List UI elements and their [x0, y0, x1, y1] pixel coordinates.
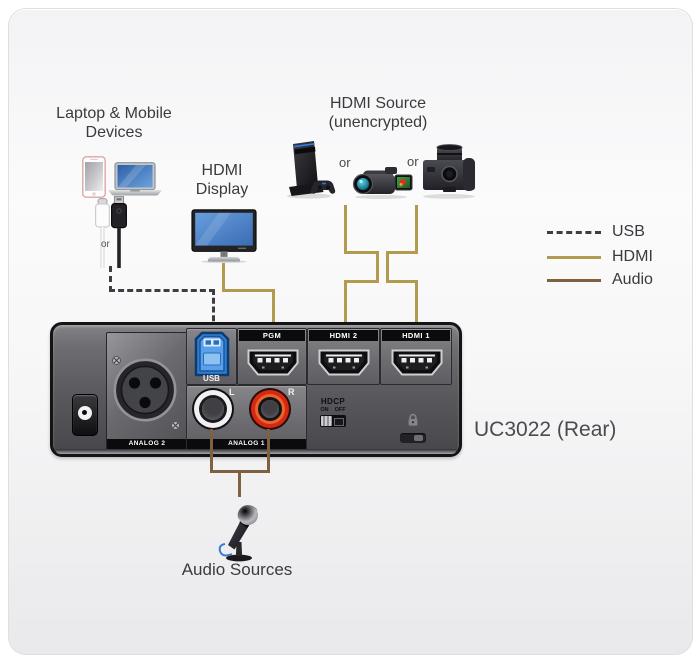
hdcp-label: HDCP	[320, 397, 346, 406]
legend-item-hdmi: HDMI	[547, 247, 653, 267]
audio-line-segment	[210, 429, 213, 473]
hdmi-port-icon	[391, 349, 443, 376]
jack-right-label: R	[288, 387, 295, 397]
analog1-cell: L R ANALOG 1	[186, 385, 307, 450]
hdmi-source-label: HDMI Source (unencrypted)	[328, 95, 428, 131]
hdmi-line-segment	[222, 263, 225, 292]
xlr-port-icon	[113, 358, 177, 422]
usb-c-cable-icon	[95, 198, 111, 268]
usb-port-icon	[194, 331, 230, 377]
hdmi1-port-cell: HDMI 1	[380, 328, 452, 385]
legend-item-audio: Audio	[547, 270, 653, 290]
game-console-icon	[287, 141, 336, 199]
legend-item-usb: USB	[547, 222, 645, 242]
analog2-label: ANALOG 2	[107, 439, 187, 449]
microphone-icon	[218, 505, 258, 562]
hdcp-off-label: OFF	[334, 407, 346, 413]
hdmi-line-segment	[415, 280, 418, 326]
or-cables-label: or	[101, 239, 110, 250]
jack-left-label: L	[229, 387, 235, 397]
legend-label-usb: USB	[612, 223, 645, 240]
hdmi-line-segment	[386, 280, 418, 283]
hdmi-line-segment	[344, 280, 347, 326]
hdmi-line-segment	[344, 251, 379, 254]
hdcp-switch-slot	[334, 417, 344, 426]
laptop-mobile-label: Laptop & Mobile Devices	[56, 105, 172, 141]
pgm-port-cell: PGM	[237, 328, 307, 385]
dc-ring	[77, 405, 92, 420]
kensington-slot-pin	[414, 435, 423, 441]
hdcp-switch-knob	[321, 416, 332, 426]
device-title: UC3022 (Rear)	[474, 418, 617, 441]
audio-line-segment	[238, 470, 241, 497]
screw-icon	[112, 356, 121, 365]
usb-a-cable-icon	[111, 196, 128, 268]
screw-icon	[171, 421, 180, 430]
laptop-icon	[108, 162, 162, 196]
phone-icon	[82, 156, 106, 198]
analog2-plate: ANALOG 2	[106, 332, 188, 450]
usb-label: USB	[203, 374, 220, 383]
camera-icon	[423, 144, 475, 199]
or-source-1-label: or	[339, 155, 351, 170]
security-lock	[393, 413, 433, 443]
usb-port-cell: USB	[186, 328, 237, 385]
audio-sources-label: Audio Sources	[181, 560, 293, 579]
usb-line-segment	[109, 289, 215, 292]
hdcp-on-off-labels: ON OFF	[311, 407, 355, 413]
hdmi-display-label: HDMI Display	[195, 162, 249, 198]
hdmi-line-segment	[272, 289, 275, 326]
or-source-2-label: or	[407, 154, 419, 169]
audio-line-sample	[547, 278, 601, 282]
analog1-label: ANALOG 1	[187, 439, 306, 449]
hdmi-line-segment	[344, 205, 347, 254]
legend-label-audio: Audio	[612, 271, 653, 288]
legend-label-hdmi: HDMI	[612, 248, 653, 265]
device-rear-panel: ANALOG 2 USB PGM	[50, 322, 462, 457]
dc-power-jack	[72, 394, 98, 436]
hdmi-display-icon	[191, 209, 257, 263]
hdmi-port-icon	[318, 349, 370, 376]
hdmi2-label: HDMI 2	[309, 330, 378, 341]
hdmi-line-segment	[222, 289, 275, 292]
padlock-icon	[408, 413, 418, 426]
audio-jack-left	[202, 398, 224, 420]
hdcp-switch	[320, 415, 346, 427]
usb-line-segment	[109, 266, 112, 292]
hdmi-line-segment	[386, 251, 418, 254]
audio-jack-right	[261, 400, 279, 418]
usb-line-sample	[547, 230, 601, 234]
panel-bottom-bevel	[55, 449, 457, 454]
hdmi-line-sample	[547, 255, 601, 259]
hdcp-switch-group: HDCP ON OFF	[311, 397, 355, 427]
hdmi1-label: HDMI 1	[382, 330, 450, 341]
usb-line-segment	[212, 289, 215, 330]
hdmi-line-segment	[344, 280, 379, 283]
hdmi-line-segment	[415, 205, 418, 254]
hdmi-line-segment	[386, 251, 389, 283]
hdmi2-port-cell: HDMI 2	[307, 328, 380, 385]
hdmi-port-icon	[247, 349, 299, 376]
hdmi-line-segment	[376, 251, 379, 283]
camcorder-icon	[352, 167, 413, 199]
hdcp-on-label: ON	[320, 407, 329, 413]
audio-line-segment	[267, 429, 270, 473]
pgm-label: PGM	[239, 330, 305, 341]
dc-pin-hole	[82, 410, 87, 415]
kensington-slot	[400, 433, 426, 443]
